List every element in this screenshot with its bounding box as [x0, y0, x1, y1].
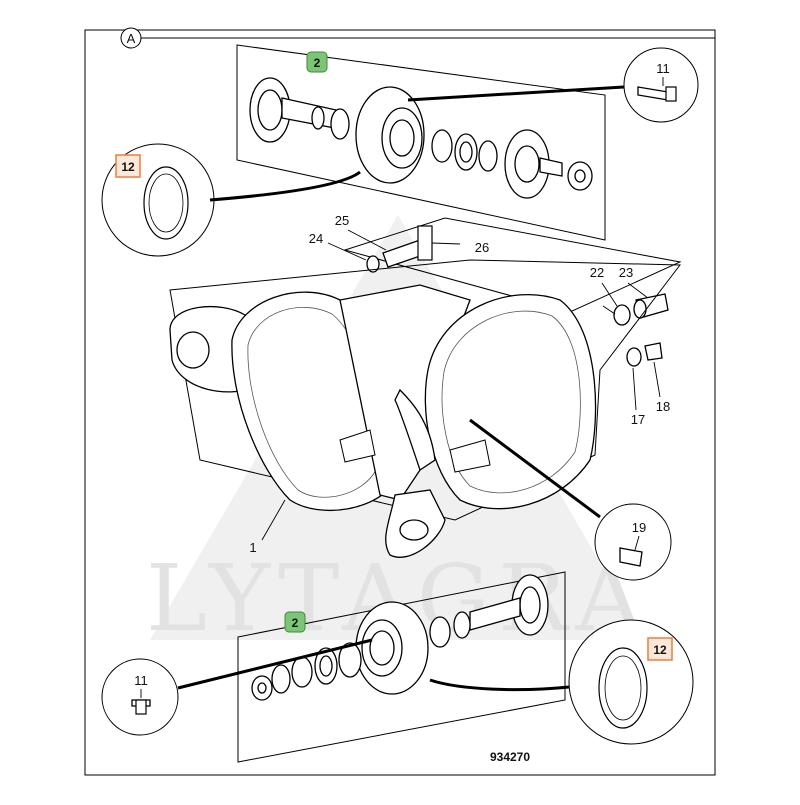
svg-text:18: 18	[656, 399, 670, 414]
svg-text:A: A	[127, 31, 136, 46]
callout-26[interactable]: 26	[475, 240, 489, 255]
svg-text:12: 12	[121, 160, 135, 174]
svg-text:19: 19	[632, 520, 646, 535]
callout-19[interactable]: 19	[469, 418, 672, 581]
callout-17[interactable]: 17	[631, 367, 645, 427]
svg-text:12: 12	[653, 643, 667, 657]
svg-text:17: 17	[631, 412, 645, 427]
bottom-exploded-assembly	[237, 571, 566, 763]
svg-text:24: 24	[309, 231, 323, 246]
svg-text:11: 11	[134, 673, 148, 688]
svg-text:25: 25	[335, 213, 349, 228]
drawing-number: 934270	[490, 750, 530, 764]
callout-12-bottom[interactable]: 12	[429, 619, 694, 745]
callout-2-bottom[interactable]: 2	[284, 611, 306, 633]
callout-11-bottom[interactable]: 11	[101, 638, 373, 736]
callout-12-top[interactable]: 12	[101, 143, 361, 257]
callout-25[interactable]: 25	[335, 213, 387, 251]
svg-text:1: 1	[249, 540, 256, 555]
callout-11-top[interactable]: 11	[407, 47, 699, 123]
diagram-frame	[84, 29, 716, 776]
view-label: A	[120, 27, 715, 49]
svg-text:26: 26	[475, 240, 489, 255]
svg-text:2: 2	[314, 56, 321, 70]
breather-fittings	[343, 217, 682, 367]
top-exploded-assembly	[236, 44, 606, 241]
callout-1[interactable]: 1	[249, 499, 286, 555]
callout-24[interactable]: 24	[309, 231, 367, 261]
svg-text:11: 11	[656, 61, 670, 76]
callout-22[interactable]: 22	[590, 265, 618, 307]
callout-18[interactable]: 18	[653, 361, 670, 414]
svg-text:22: 22	[590, 265, 604, 280]
svg-text:2: 2	[292, 616, 299, 630]
axle-housing	[169, 259, 681, 558]
svg-text:23: 23	[619, 265, 633, 280]
callout-2-top[interactable]: 2	[306, 51, 328, 73]
callout-23[interactable]: 23	[619, 265, 649, 299]
